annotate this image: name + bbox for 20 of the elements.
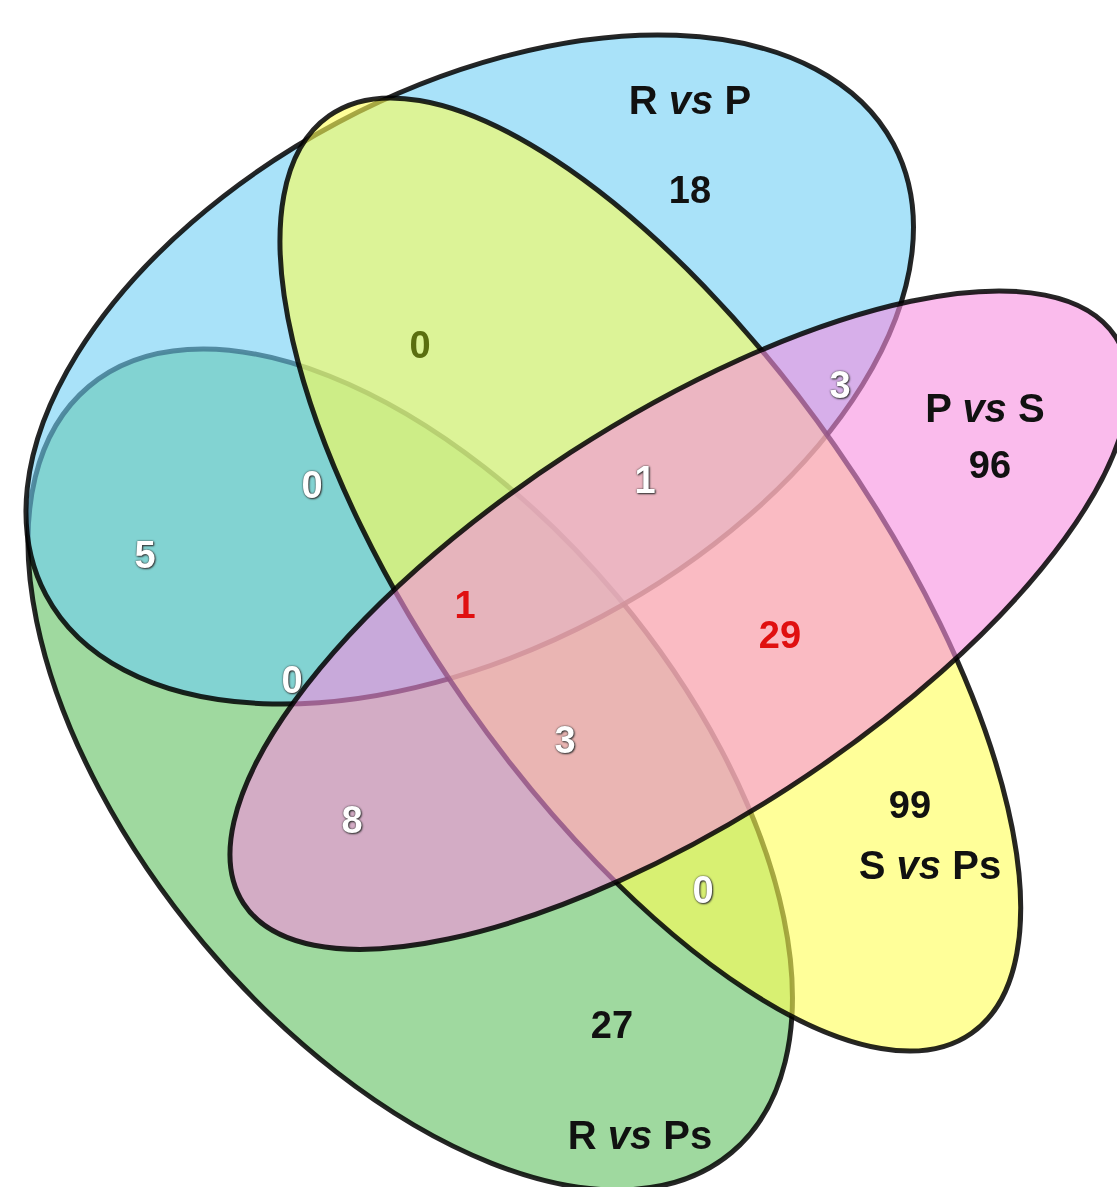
count-label: 18 xyxy=(668,168,712,212)
count-label: 29 xyxy=(758,613,802,657)
set-label: R vs P xyxy=(628,77,752,123)
count-label: 99 xyxy=(888,783,932,827)
count-label: 0 xyxy=(281,658,303,702)
count-label: 3 xyxy=(829,363,851,407)
count-label: 1 xyxy=(634,458,656,502)
count-label: 8 xyxy=(341,798,363,842)
set-label: P vs S xyxy=(925,385,1045,431)
count-label: 5 xyxy=(134,533,156,577)
set-ellipse xyxy=(22,31,918,709)
count-label: 0 xyxy=(409,323,431,367)
count-label: 1 xyxy=(454,583,476,627)
count-label: 0 xyxy=(692,868,714,912)
count-label: 96 xyxy=(968,443,1012,487)
set-label: S vs Ps xyxy=(858,842,1002,888)
count-label: 3 xyxy=(554,718,576,762)
count-label: 0 xyxy=(301,463,323,507)
set-label: R vs Ps xyxy=(567,1112,713,1158)
count-label: 27 xyxy=(590,1003,634,1047)
